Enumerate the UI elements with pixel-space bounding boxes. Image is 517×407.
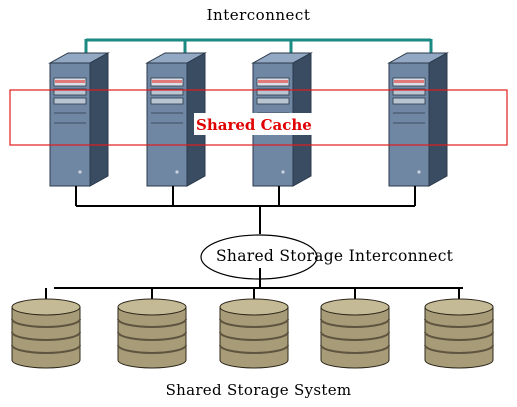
power-led [78, 170, 82, 174]
disk-platter [11, 318, 81, 328]
power-led [175, 170, 179, 174]
disk-3 [219, 288, 289, 369]
drive-led [152, 80, 182, 83]
drive-bay [392, 97, 426, 105]
drive-bay [150, 97, 184, 105]
disk-platter [11, 344, 81, 354]
drive-bay [256, 88, 290, 96]
drive-led [258, 80, 288, 83]
storage-network [54, 205, 463, 289]
disk-platter [320, 331, 390, 341]
disk-1 [11, 288, 81, 369]
disk-top [117, 298, 187, 316]
shared-cache-box [9, 89, 508, 146]
disk-platter [424, 331, 494, 341]
power-led [281, 170, 285, 174]
disk-5 [424, 288, 494, 369]
disk-2 [117, 288, 187, 369]
drive-bay [53, 97, 87, 105]
server-2 [145, 52, 207, 206]
server-4 [387, 52, 449, 206]
drive-bay [150, 88, 184, 96]
shared-cache-label: Shared Cache [196, 116, 312, 134]
drive-bay [392, 88, 426, 96]
disk-platter [219, 344, 289, 354]
drive-led [55, 80, 85, 83]
drive-bay [256, 97, 290, 105]
disk-platter [117, 331, 187, 341]
server-side [428, 52, 448, 187]
shared-cache-label-backdrop [194, 113, 312, 135]
drive-bay [53, 88, 87, 96]
server-1 [48, 52, 110, 206]
disk-platter [117, 318, 187, 328]
disk-platter [320, 318, 390, 328]
shared-storage-system-label: Shared Storage System [165, 381, 352, 399]
power-led [417, 170, 421, 174]
disk-top [11, 298, 81, 316]
disk-platter [424, 318, 494, 328]
disk-top [424, 298, 494, 316]
disk-4 [320, 288, 390, 369]
shared-storage-interconnect-label: Shared Storage Interconnect [216, 247, 454, 265]
disk-platter [219, 331, 289, 341]
disk-platter [424, 344, 494, 354]
disk-platter [219, 318, 289, 328]
interconnect-label: Interconnect [206, 6, 311, 24]
disk-platter [320, 344, 390, 354]
disk-platter [11, 331, 81, 341]
disk-top [320, 298, 390, 316]
disk-top [219, 298, 289, 316]
server-side [89, 52, 109, 187]
disk-platter [117, 344, 187, 354]
drive-led [394, 80, 424, 83]
